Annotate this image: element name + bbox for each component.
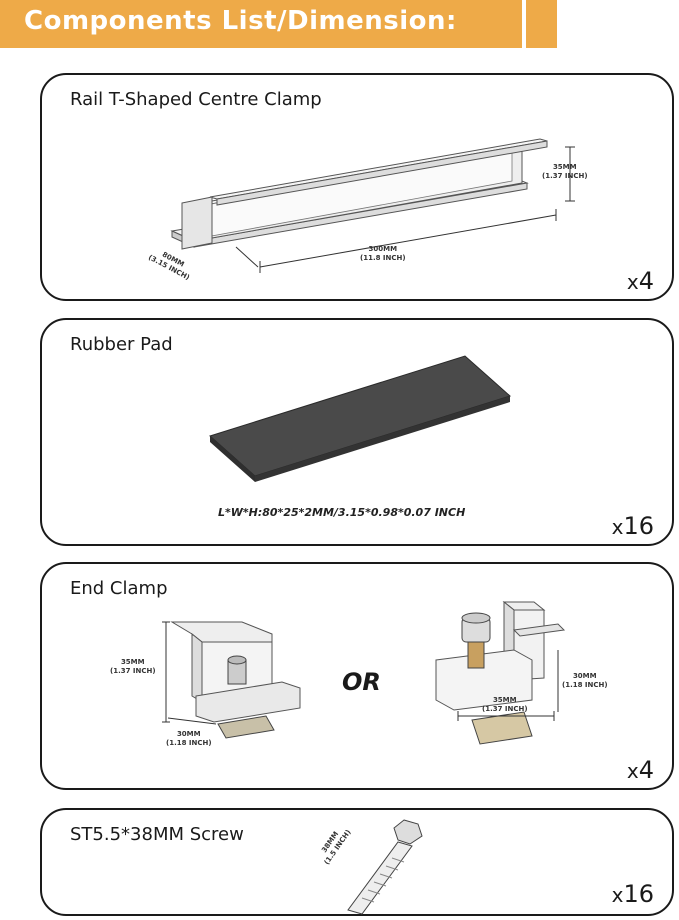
rail-clamp-illustration — [170, 138, 575, 273]
header-stripe — [522, 0, 526, 48]
dim-inch: (1.18 INCH) — [562, 681, 608, 689]
dim-mm: 35MM — [552, 163, 577, 171]
header-stripe — [540, 0, 544, 48]
end-clamp-right-width-label: 35MM (1.37 INCH) — [482, 696, 528, 714]
rubber-pad-spec: L*W*H:80*25*2MM/3.15*0.98*0.07 INCH — [218, 506, 466, 519]
end-clamp-left-width-label: 30MM (1.18 INCH) — [166, 730, 212, 748]
panel-title: Rubber Pad — [70, 334, 173, 355]
or-label: OR — [342, 668, 381, 696]
header-stripe — [549, 0, 553, 48]
dim-mm: 300MM — [368, 245, 398, 253]
dim-inch: (1.18 INCH) — [166, 739, 212, 747]
dim-mm: 30MM — [176, 730, 201, 738]
end-clamp-left-height-label: 35MM (1.37 INCH) — [110, 658, 156, 676]
header-stripe — [531, 0, 535, 48]
panel-title: End Clamp — [70, 578, 168, 599]
quantity-label: x4 — [627, 756, 654, 784]
dim-mm: 35MM — [120, 658, 145, 666]
panel-title: ST5.5*38MM Screw — [70, 824, 244, 845]
panel-title: Rail T-Shaped Centre Clamp — [70, 89, 322, 110]
quantity-label: x4 — [627, 267, 654, 295]
quantity-x: x — [611, 883, 624, 907]
quantity-label: x16 — [612, 880, 654, 908]
dim-inch: (1.37 INCH) — [542, 172, 588, 180]
end-clamp-right-height-label: 30MM (1.18 INCH) — [562, 672, 608, 690]
dim-mm: 30MM — [572, 672, 597, 680]
quantity-label: x16 — [612, 512, 654, 540]
dim-height-label: 35MM (1.37 INCH) — [542, 163, 588, 181]
panel-screw: ST5.5*38MM Screw 38MM (1.5 INCH) x16 — [40, 808, 674, 916]
quantity-x: x — [626, 270, 639, 294]
page-title: Components List/Dimension: — [24, 6, 457, 36]
header-banner: Components List/Dimension: — [0, 0, 557, 48]
dim-inch: (1.37 INCH) — [110, 667, 156, 675]
dim-mm: 35MM — [492, 696, 517, 704]
screw-illustration — [347, 819, 423, 915]
dim-length-label: 300MM (11.8 INCH) — [360, 245, 406, 263]
panel-rubber-pad: Rubber Pad L*W*H:80*25*2MM/3.15*0.98*0.0… — [40, 318, 674, 546]
end-clamp-right-illustration — [435, 600, 566, 745]
quantity-x: x — [626, 759, 639, 783]
quantity-x: x — [611, 515, 624, 539]
quantity-count: 16 — [623, 512, 654, 540]
quantity-count: 4 — [638, 756, 654, 784]
dim-inch: (1.37 INCH) — [482, 705, 528, 713]
quantity-count: 16 — [623, 880, 654, 908]
quantity-count: 4 — [638, 267, 654, 295]
rubber-pad-illustration — [209, 355, 511, 482]
end-clamp-left-illustration — [162, 621, 301, 739]
panel-rail-clamp: Rail T-Shaped Centre Clamp 35MM (1.37 IN… — [40, 73, 674, 301]
dim-inch: (11.8 INCH) — [360, 254, 406, 262]
panel-end-clamp: End Clamp 35MM (1.37 INCH) 30MM (1.18 IN… — [40, 562, 674, 790]
